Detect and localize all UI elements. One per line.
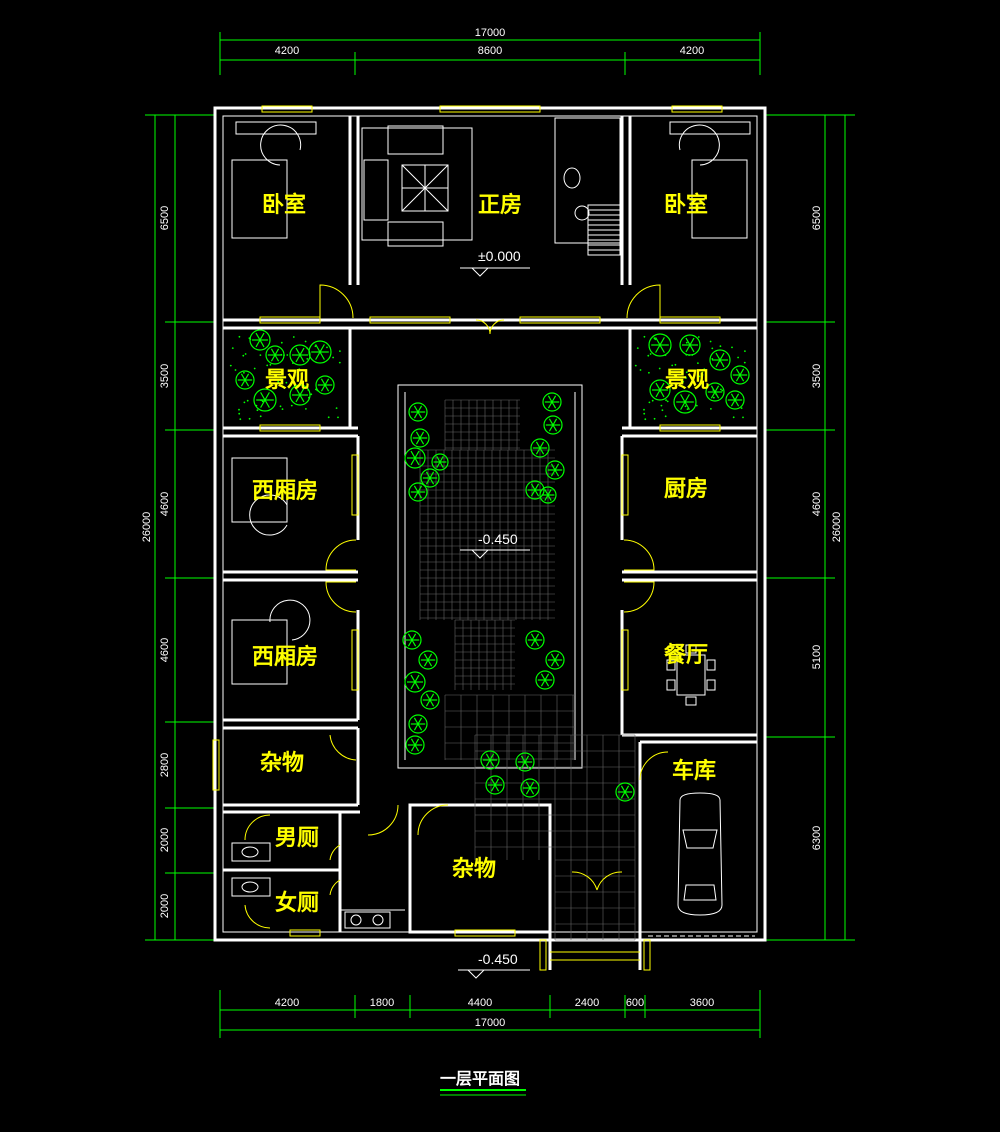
level-markers: ±0.000 -0.450 -0.450: [458, 248, 530, 979]
room-label-main-hall: 正房: [478, 192, 522, 218]
dim-bottom-5: 600: [626, 997, 644, 1009]
stair: [587, 204, 621, 256]
dim-bottom-total: 17000: [475, 1017, 506, 1029]
drawing-title-block: 一层平面图: [440, 1069, 526, 1096]
furniture: [231, 117, 755, 937]
dimension-lines: [145, 32, 855, 1038]
vegetation: [229, 329, 750, 802]
room-label-storage-center: 杂物: [452, 856, 496, 882]
windows: [212, 105, 723, 937]
room-label-west-wing-1: 西厢房: [252, 478, 318, 504]
dim-left-total: 26000: [141, 512, 153, 543]
dim-right-1: 6500: [811, 206, 823, 230]
dim-top-2: 8600: [478, 45, 502, 57]
dim-bottom-4: 2400: [575, 997, 599, 1009]
room-label-kitchen: 厨房: [664, 476, 708, 502]
dim-right-3: 4600: [811, 492, 823, 516]
dim-right-4: 5100: [811, 645, 823, 669]
dim-left-2: 3500: [159, 364, 171, 388]
level-courtyard: -0.450: [478, 531, 518, 547]
room-label-womens-toilet: 女厕: [275, 890, 319, 916]
dim-left-5: 2800: [159, 753, 171, 777]
room-label-landscape-right: 景观: [665, 368, 709, 393]
room-label-dining: 餐厅: [664, 643, 708, 668]
courtyard-paving: [419, 399, 636, 941]
drawing-title: 一层平面图: [440, 1069, 520, 1088]
room-label-bedroom-left: 卧室: [262, 192, 306, 218]
walls: [213, 106, 767, 970]
room-labels: 卧室 正房 卧室 景观 景观 西厢房 厨房 西厢房 餐厅 杂物 车库 男厕 杂物…: [252, 192, 716, 916]
room-label-garage: 车库: [672, 758, 716, 784]
dim-top-1: 4200: [275, 45, 299, 57]
level-entrance: -0.450: [478, 951, 518, 967]
dim-left-7: 2000: [159, 894, 171, 918]
level-main-hall: ±0.000: [478, 248, 521, 264]
dim-right-total: 26000: [831, 512, 843, 543]
dim-left-1: 6500: [159, 206, 171, 230]
room-label-storage-left: 杂物: [260, 750, 304, 776]
dim-top-3: 4200: [680, 45, 704, 57]
dim-left-6: 2000: [159, 828, 171, 852]
doors: [244, 284, 669, 971]
dim-bottom-2: 1800: [370, 997, 394, 1009]
room-label-bedroom-right: 卧室: [664, 192, 708, 218]
dim-left-4: 4600: [159, 638, 171, 662]
dim-top-total: 17000: [475, 27, 506, 39]
dimension-labels: 17000 4200 8600 4200 4200 1800 4400 2400…: [141, 27, 843, 1029]
room-label-west-wing-2: 西厢房: [252, 644, 318, 670]
room-label-mens-toilet: 男厕: [275, 826, 319, 851]
dim-bottom-1: 4200: [275, 997, 299, 1009]
dim-right-5: 6300: [811, 826, 823, 850]
room-label-landscape-left: 景观: [265, 368, 309, 393]
dim-right-2: 3500: [811, 364, 823, 388]
dim-left-3: 4600: [159, 492, 171, 516]
dim-bottom-6: 3600: [690, 997, 714, 1009]
dim-bottom-3: 4400: [468, 997, 492, 1009]
